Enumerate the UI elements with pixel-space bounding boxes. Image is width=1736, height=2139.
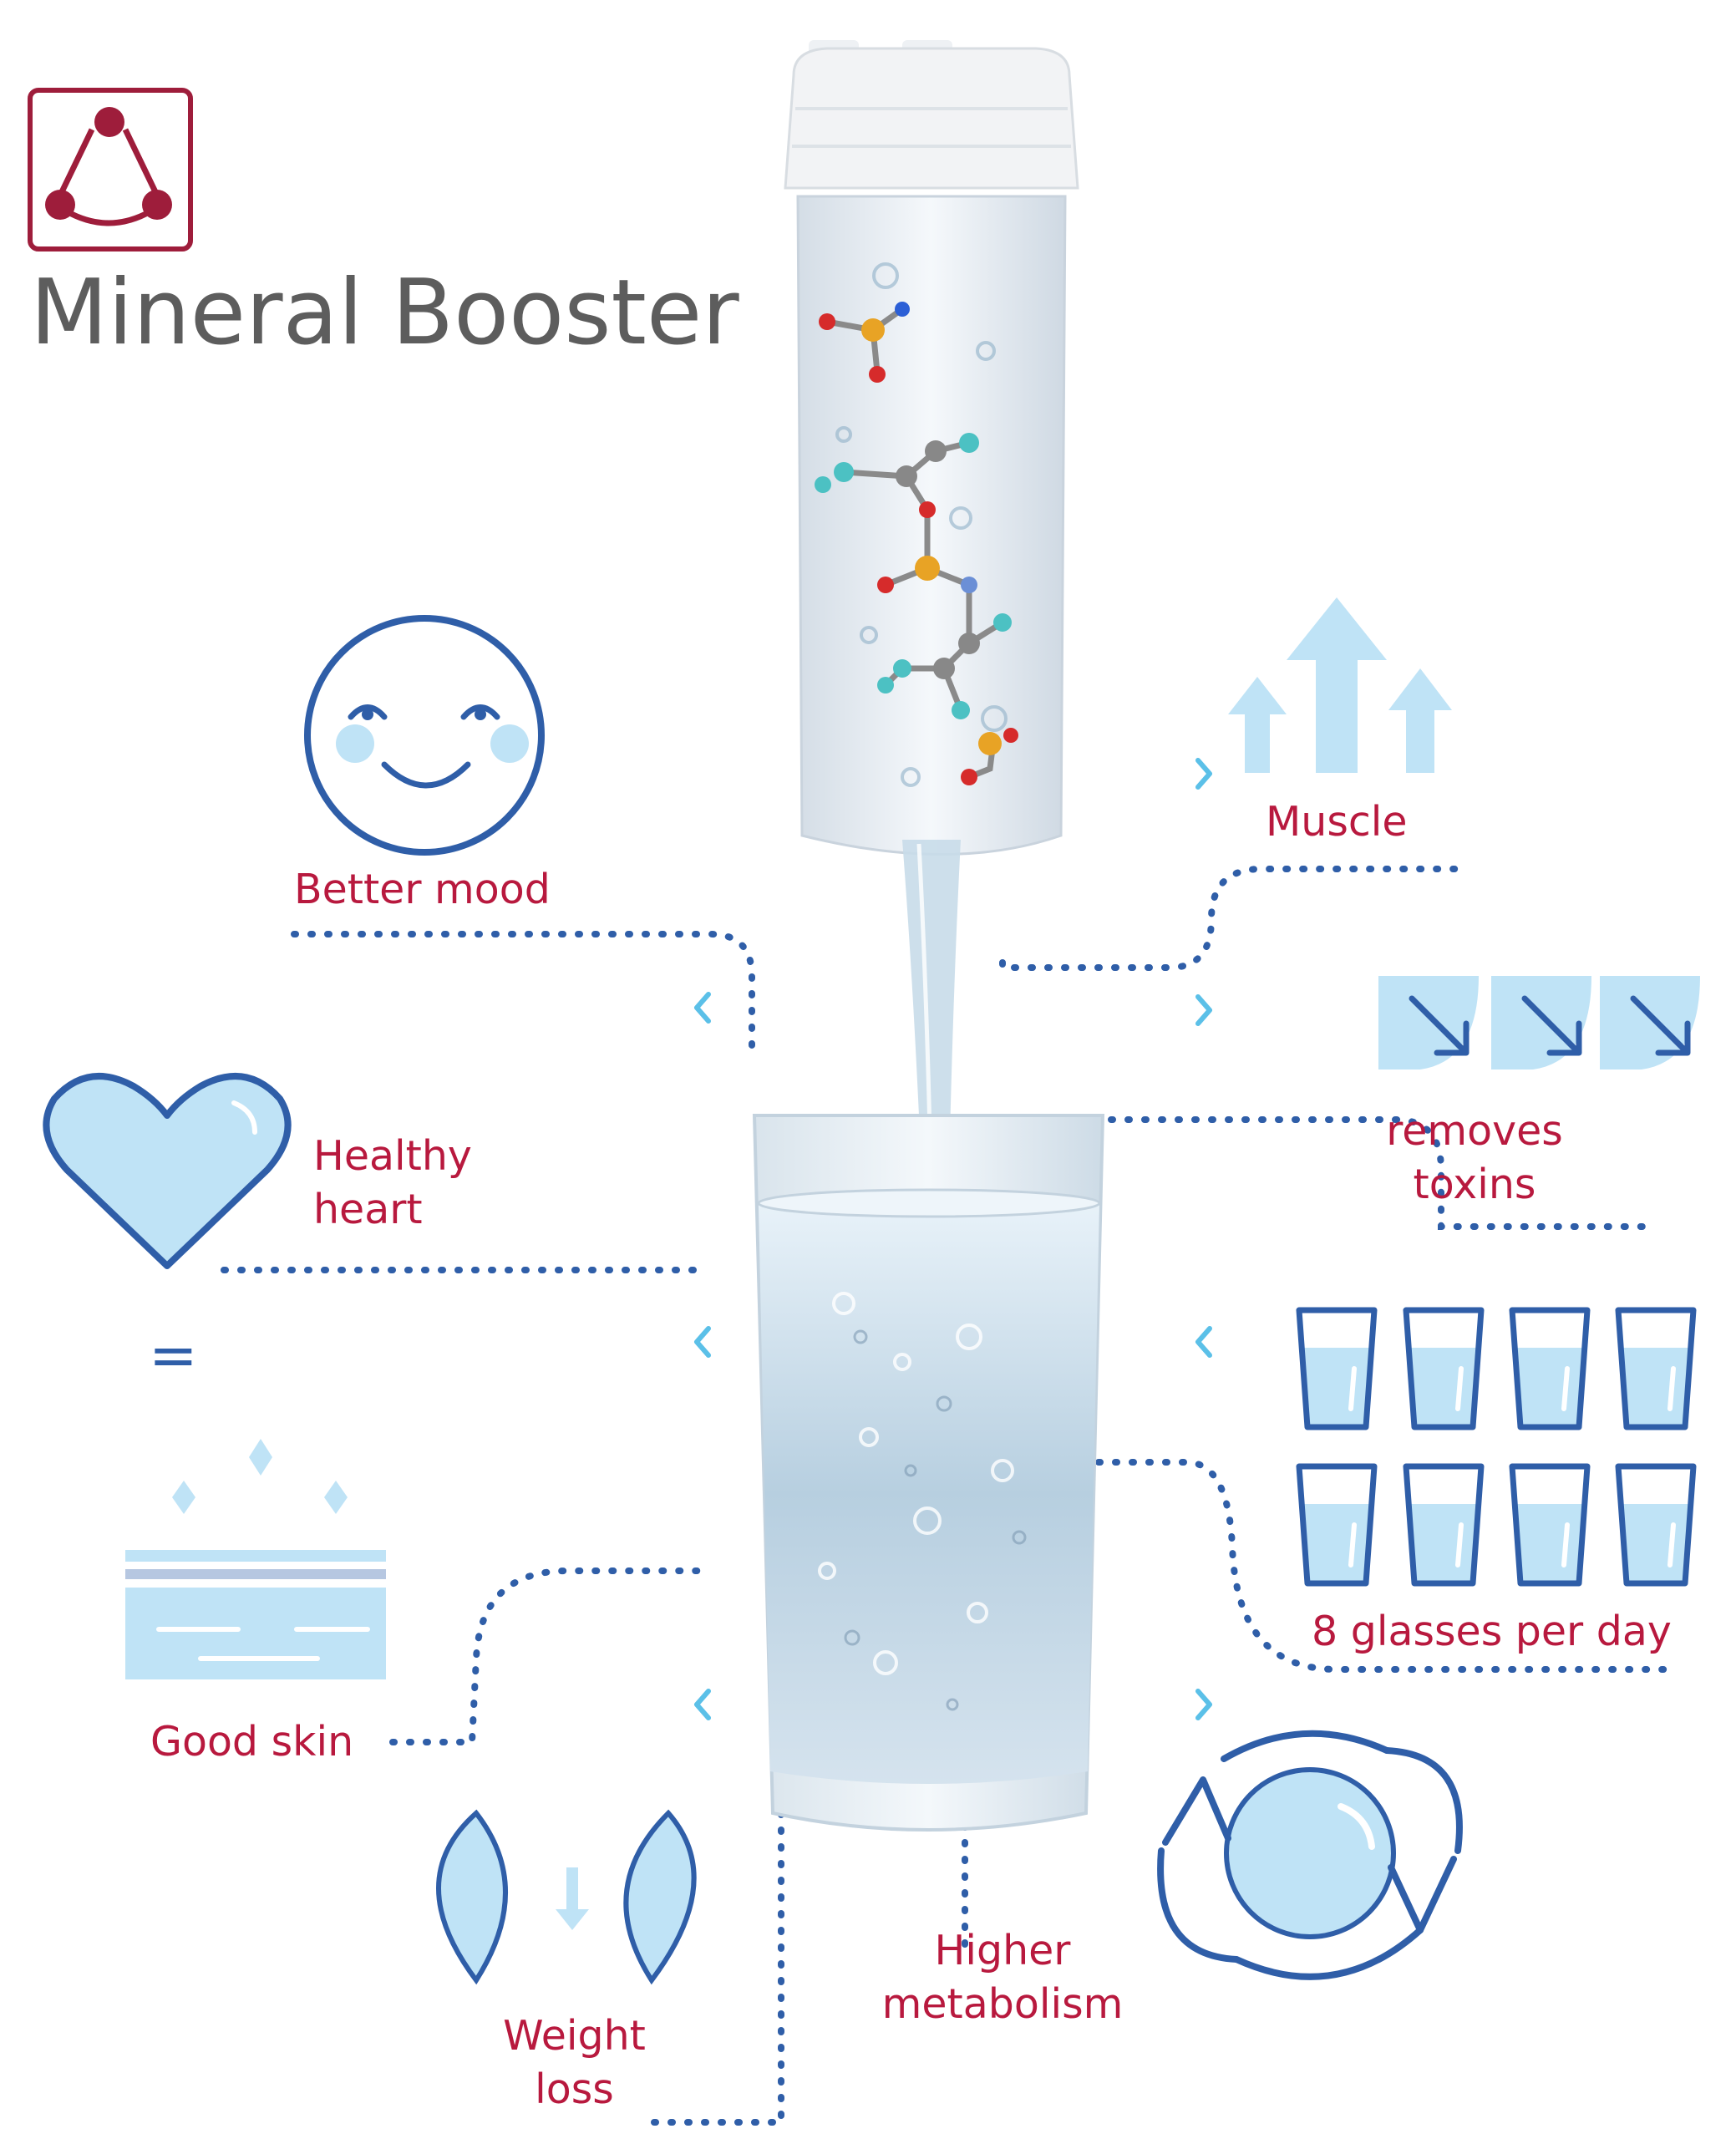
filter-cartridge [784, 40, 1079, 856]
chevron-left-icon [694, 1326, 711, 1358]
water-glass-small-icon [1509, 1463, 1591, 1587]
water-glass-small-icon [1509, 1307, 1591, 1430]
chevron-right-icon [1195, 758, 1212, 790]
label-removes-toxins: removes toxins [1386, 1107, 1563, 1208]
water-glass-small-icon [1403, 1463, 1485, 1587]
water-glass-small-icon [1615, 1463, 1697, 1587]
water-glass-small-icon [1296, 1307, 1378, 1430]
mineral-booster-logo [28, 88, 193, 251]
smiley-face-icon [304, 615, 545, 856]
leaves-icon [1378, 976, 1700, 1070]
chevrons [694, 758, 1212, 1720]
label-better-mood: Better mood [294, 866, 551, 913]
glasses-grid-icon [1296, 1307, 1697, 1587]
brand-title: Mineral Booster [30, 261, 739, 365]
weight-loss-icon [436, 1809, 697, 1985]
water-glass-small-icon [1615, 1307, 1697, 1430]
equals-sign: = [149, 1321, 198, 1390]
label-8-glasses: 8 glasses per day [1312, 1608, 1672, 1655]
chevron-right-icon [1195, 1689, 1212, 1720]
connector-lines [221, 866, 1674, 2126]
chevron-left-icon [694, 992, 711, 1024]
water-glass-small-icon [1296, 1463, 1378, 1587]
chevron-left-icon [1195, 1326, 1212, 1358]
label-healthy-heart: Healthy heart [313, 1132, 472, 1233]
label-higher-metabolism: Higher metabolism [881, 1927, 1124, 2028]
water-glass [752, 1114, 1105, 1832]
water-glass-small-icon [1403, 1307, 1485, 1430]
molecule-graphic [815, 302, 1018, 785]
up-arrows-icon [1228, 597, 1452, 773]
label-weight-loss: Weight loss [503, 2012, 646, 2113]
label-muscle: Muscle [1266, 798, 1408, 846]
chevron-left-icon [694, 1689, 711, 1720]
heart-icon [43, 1073, 292, 1269]
skin-layers-icon [125, 1439, 386, 1679]
chevron-right-icon [1195, 994, 1212, 1026]
label-good-skin: Good skin [150, 1718, 354, 1766]
cycle-icon [1157, 1730, 1463, 1980]
